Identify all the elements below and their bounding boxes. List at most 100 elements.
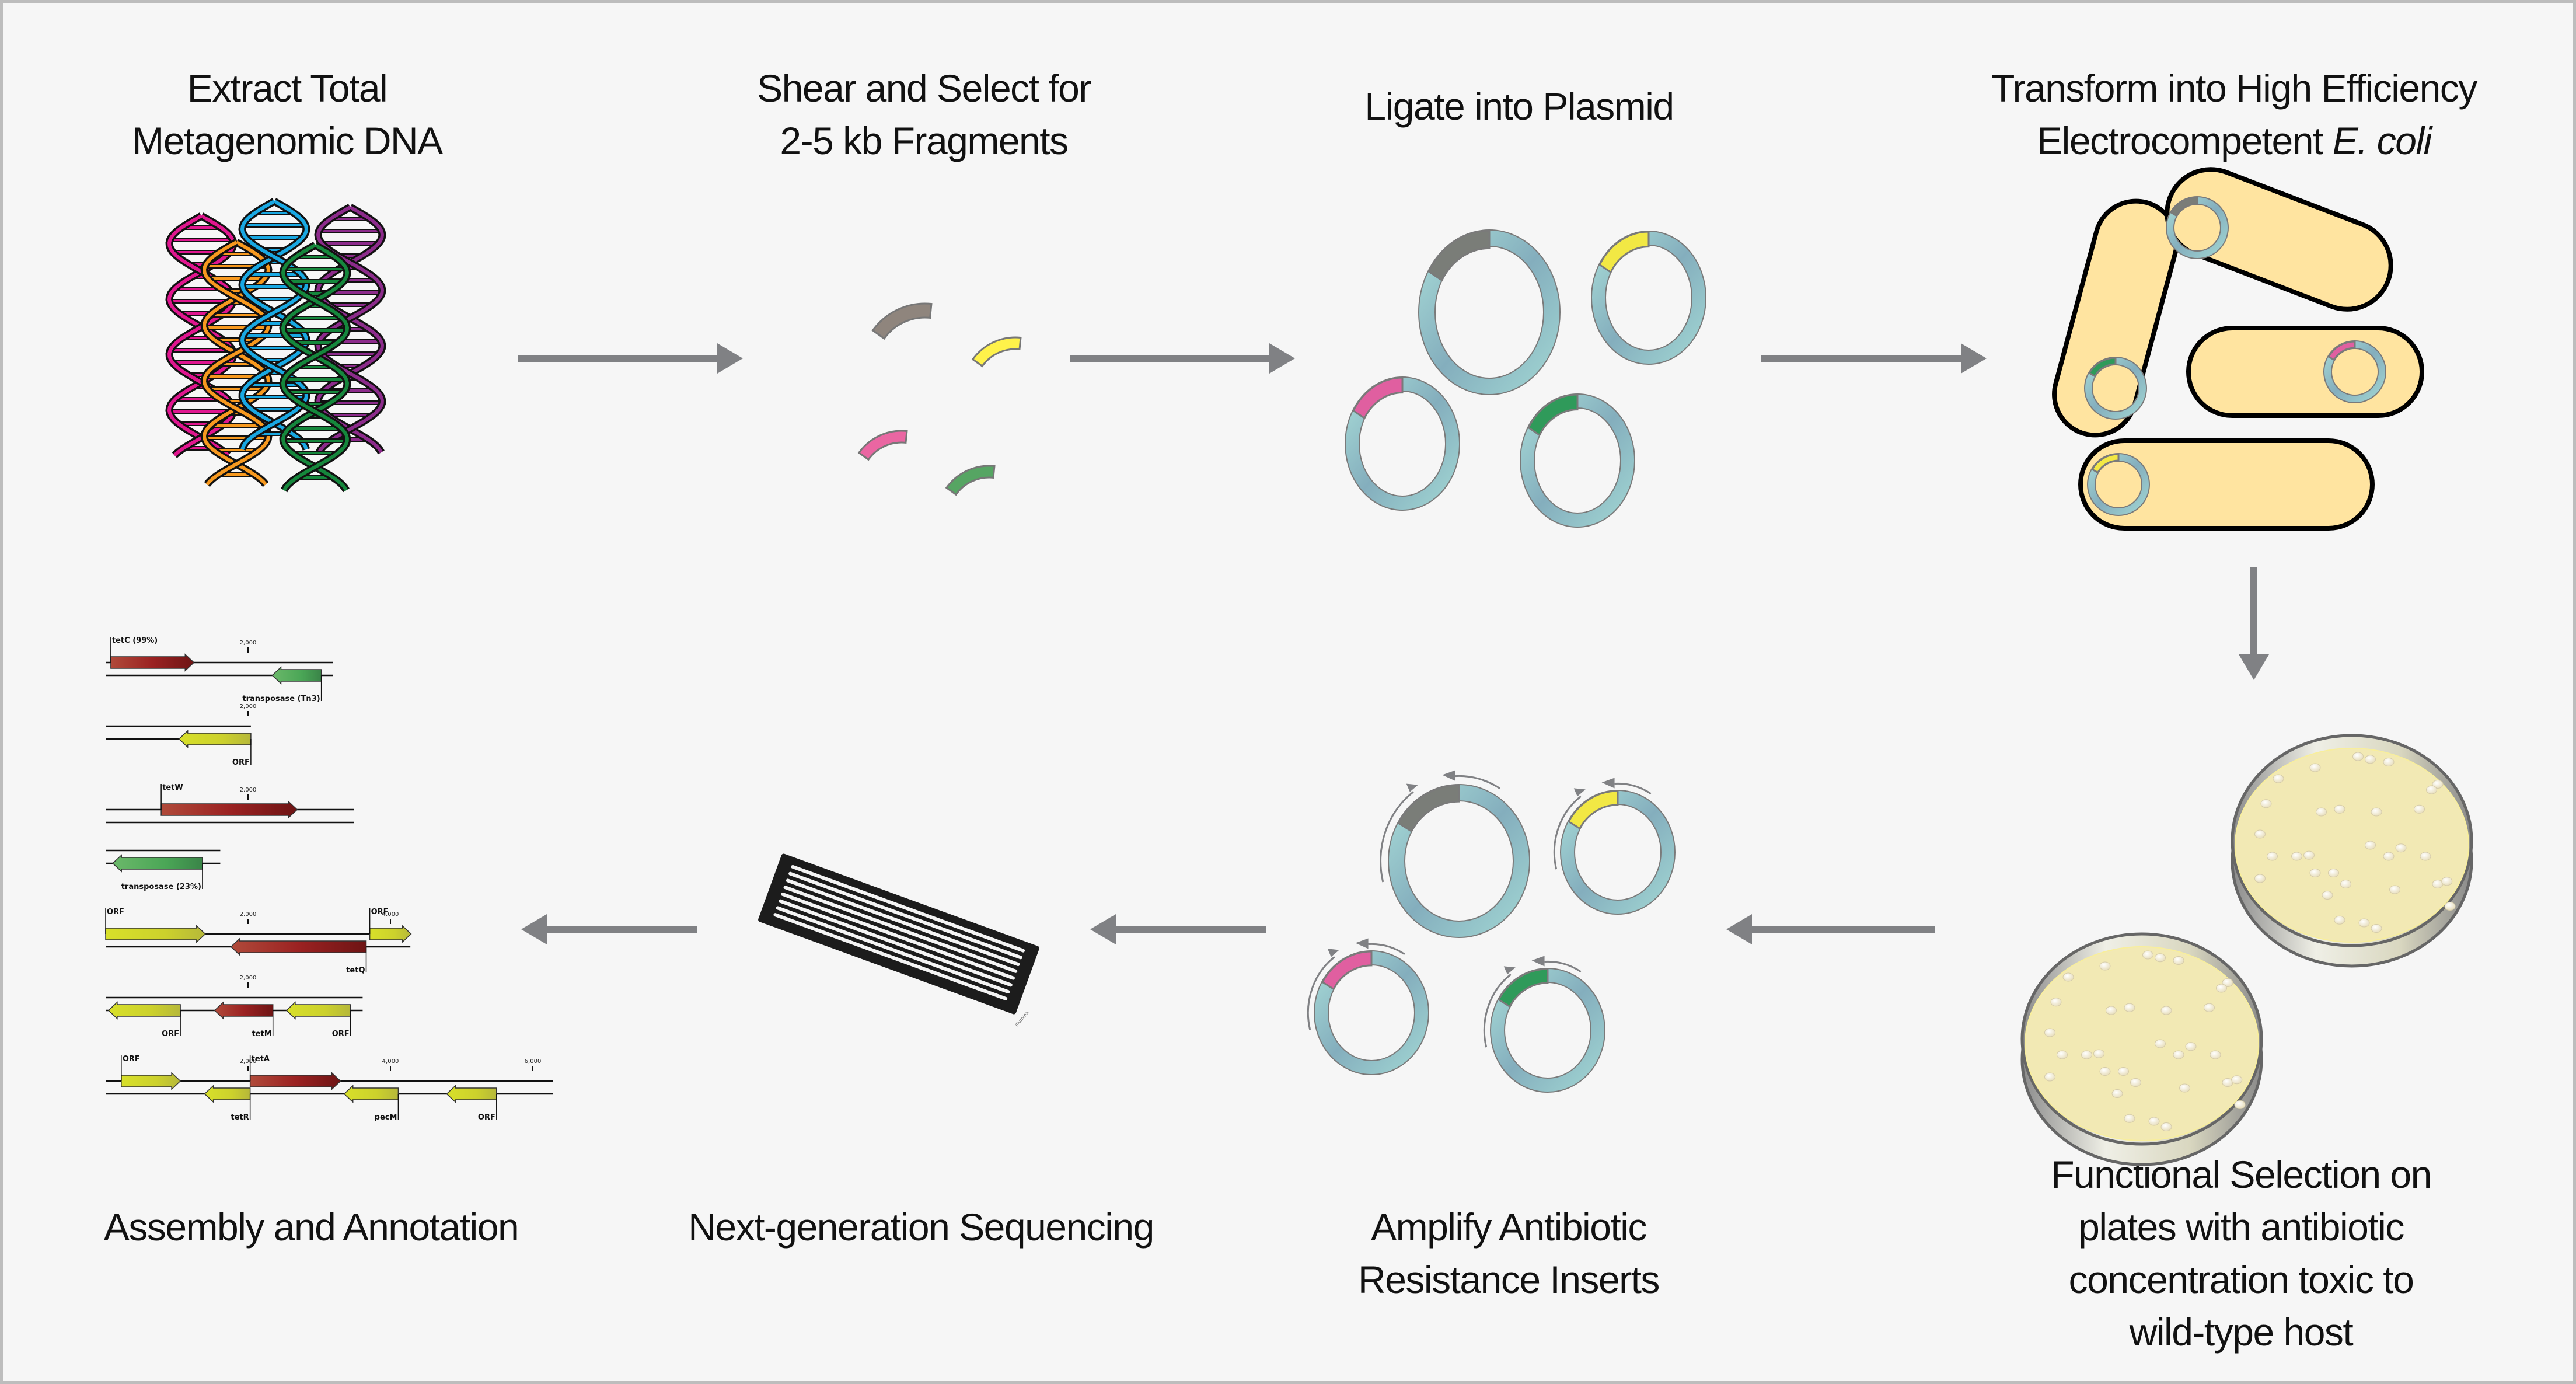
flow-arrow-left-icon xyxy=(1090,914,1266,944)
gene-arrow xyxy=(446,1085,497,1103)
bacterial-colony xyxy=(2273,774,2284,783)
amplified-plasmid-yellow xyxy=(1553,778,1676,915)
gene-arrow xyxy=(369,925,412,943)
bacterial-colony xyxy=(2322,891,2333,900)
gene-arrow xyxy=(230,937,367,956)
plasmid-green-insert xyxy=(1520,393,1635,528)
bacterial-colony xyxy=(2291,852,2302,861)
bacterial-colony xyxy=(2142,950,2153,960)
insert-segment xyxy=(2327,340,2356,361)
gene-arrow xyxy=(112,854,203,873)
gene-arrow xyxy=(121,1072,181,1090)
scale-tick-label: 2,000 xyxy=(240,911,257,918)
gene-label: tetC (99%) xyxy=(112,636,158,645)
bacterial-colony xyxy=(2179,1083,2190,1093)
agar-surface xyxy=(2025,946,2259,1141)
bacterial-colony xyxy=(2111,1089,2123,1098)
dna-strand xyxy=(240,200,309,450)
flow-arrow-left-icon xyxy=(521,914,697,944)
bacterial-colony xyxy=(2414,804,2425,814)
replication-arrow-icon xyxy=(1483,974,1512,1048)
dna-strand xyxy=(202,240,271,486)
gene-label: ORF xyxy=(123,1055,140,1064)
cell-plasmid xyxy=(2084,357,2147,420)
petri-dishes xyxy=(2020,734,2473,1166)
replication-arrow-icon xyxy=(1544,960,1582,972)
replication-arrow-icon xyxy=(1614,782,1652,794)
bacterial-colony xyxy=(2155,953,2166,963)
gene-resistance: tetC (99%) xyxy=(110,636,195,672)
bacterial-colony xyxy=(2106,1006,2117,1015)
bacterial-colony xyxy=(2057,1050,2068,1059)
insert-segment xyxy=(1427,229,1491,282)
bacterial-colony xyxy=(2432,780,2444,789)
gene-arrow xyxy=(271,666,322,685)
dna-double-helix xyxy=(200,239,273,487)
gene-orf: pecM xyxy=(343,1085,399,1122)
bacterial-colony xyxy=(2383,758,2395,766)
gene-label: ORF xyxy=(371,908,389,916)
bacterial-colony xyxy=(2334,804,2345,814)
flow-arrow-left-icon xyxy=(1726,914,1935,944)
scale-tick-label: 2,000 xyxy=(240,703,257,710)
flow-cell-lane xyxy=(791,864,1025,953)
dna-strand xyxy=(240,200,309,450)
gene-arrow xyxy=(105,925,206,943)
replication-arrow-icon xyxy=(1380,791,1414,883)
gene-arrow xyxy=(110,653,195,672)
cell-body xyxy=(2078,438,2375,531)
bacterial-colony xyxy=(2222,978,2233,987)
insert-segment xyxy=(1352,376,1404,420)
bacterial-colony xyxy=(2334,915,2345,925)
gene-label: ORF xyxy=(162,1030,179,1038)
cell-plasmid xyxy=(2166,196,2229,259)
gene-arrow xyxy=(285,1001,351,1020)
gene-arrow xyxy=(204,1085,251,1103)
gene-orf: ORF xyxy=(121,1055,181,1090)
flow-arrow-down-icon xyxy=(2239,567,2269,680)
bacterial-colony xyxy=(2155,1039,2166,1048)
gene-label: pecM xyxy=(375,1113,397,1122)
sequencing-flow-cell: illumina xyxy=(758,853,1039,1027)
amplified-plasmid-pink xyxy=(1307,938,1429,1075)
replication-arrow-icon xyxy=(1368,943,1405,955)
dna-fragments xyxy=(857,302,1022,496)
replication-arrow-icon xyxy=(1553,796,1582,870)
brand-text: illumina xyxy=(1014,1010,1030,1027)
gene-label: transposase (23%) xyxy=(121,883,201,891)
flow-arrow-right-icon xyxy=(1761,343,1987,374)
amplified-plasmids xyxy=(1307,770,1676,1093)
dna-strand xyxy=(281,243,350,491)
gene-orf: ORF xyxy=(107,1001,181,1038)
gene-resistance: tetQ xyxy=(230,937,367,975)
gene-arrow xyxy=(343,1085,399,1103)
bacterial-colony xyxy=(2441,877,2453,886)
gene-label: tetM xyxy=(252,1030,272,1038)
bacterial-colony xyxy=(2371,924,2382,933)
cell-plasmid xyxy=(2323,340,2386,403)
bacterial-colony xyxy=(2358,918,2370,928)
cell-body xyxy=(2165,167,2393,312)
dna-fragment xyxy=(945,465,996,496)
ecoli-cell xyxy=(2078,438,2375,531)
bacterial-colony xyxy=(2371,807,2382,817)
flow-cell-lane xyxy=(781,892,1015,980)
gene-label: ORF xyxy=(107,908,124,916)
dna-fragment xyxy=(871,302,933,340)
insert-segment xyxy=(1397,784,1460,833)
bacterial-colony xyxy=(2124,1114,2135,1123)
scale-tick-label: 4,000 xyxy=(382,1058,399,1065)
replication-arrow-icon xyxy=(1307,956,1335,1030)
ligated-plasmids xyxy=(1345,229,1706,528)
bacterial-colony xyxy=(2383,852,2395,861)
insert-segment xyxy=(1498,968,1549,1008)
bacterial-colony xyxy=(2173,956,2184,965)
gene-arrow xyxy=(107,1001,181,1020)
gene-resistance: tetM xyxy=(214,1001,274,1038)
bacterial-colony xyxy=(2395,843,2407,853)
bacterial-colony xyxy=(2260,799,2272,808)
